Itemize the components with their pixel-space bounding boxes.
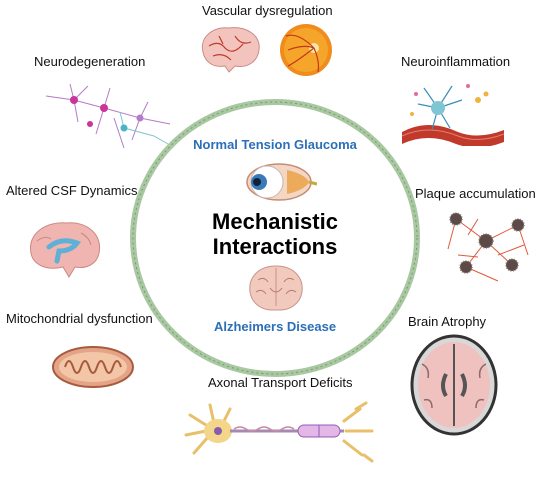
vascular-brain-icon xyxy=(201,27,260,73)
factor-label-altered-csf-dynamics: Altered CSF Dynamics xyxy=(6,183,138,198)
title-line-1: Mechanistic xyxy=(212,209,338,234)
mechanistic-interactions-title: Mechanistic Interactions xyxy=(175,209,375,259)
csf-brain-icon xyxy=(30,222,101,278)
normal-tension-glaucoma-label: Normal Tension Glaucoma xyxy=(193,137,357,152)
neuroinflammation-icon xyxy=(401,84,505,146)
neurodegeneration-neurons-icon xyxy=(45,83,171,149)
factor-label-brain-atrophy: Brain Atrophy xyxy=(408,314,487,329)
factor-label-axonal-transport-deficits: Axonal Transport Deficits xyxy=(208,375,353,390)
retina-icon xyxy=(280,24,332,76)
axon-neuron-icon xyxy=(184,401,374,463)
title-line-2: Interactions xyxy=(212,234,338,259)
factor-label-plaque-accumulation: Plaque accumulation xyxy=(415,186,536,201)
factor-label-mitochondrial-dysfunction: Mitochondrial dysfunction xyxy=(6,311,153,326)
brain-atrophy-icon xyxy=(410,334,498,436)
factor-label-neurodegeneration: Neurodegeneration xyxy=(34,54,146,69)
mitochondrion-icon xyxy=(52,346,134,388)
brain-section-icon xyxy=(249,265,303,311)
plaque-icon xyxy=(447,212,529,282)
eye-icon xyxy=(246,163,317,201)
factor-label-vascular-dysregulation: Vascular dysregulation xyxy=(202,3,333,18)
factor-label-neuroinflammation: Neuroinflammation xyxy=(401,54,511,69)
alzheimers-disease-label: Alzheimers Disease xyxy=(213,319,337,334)
